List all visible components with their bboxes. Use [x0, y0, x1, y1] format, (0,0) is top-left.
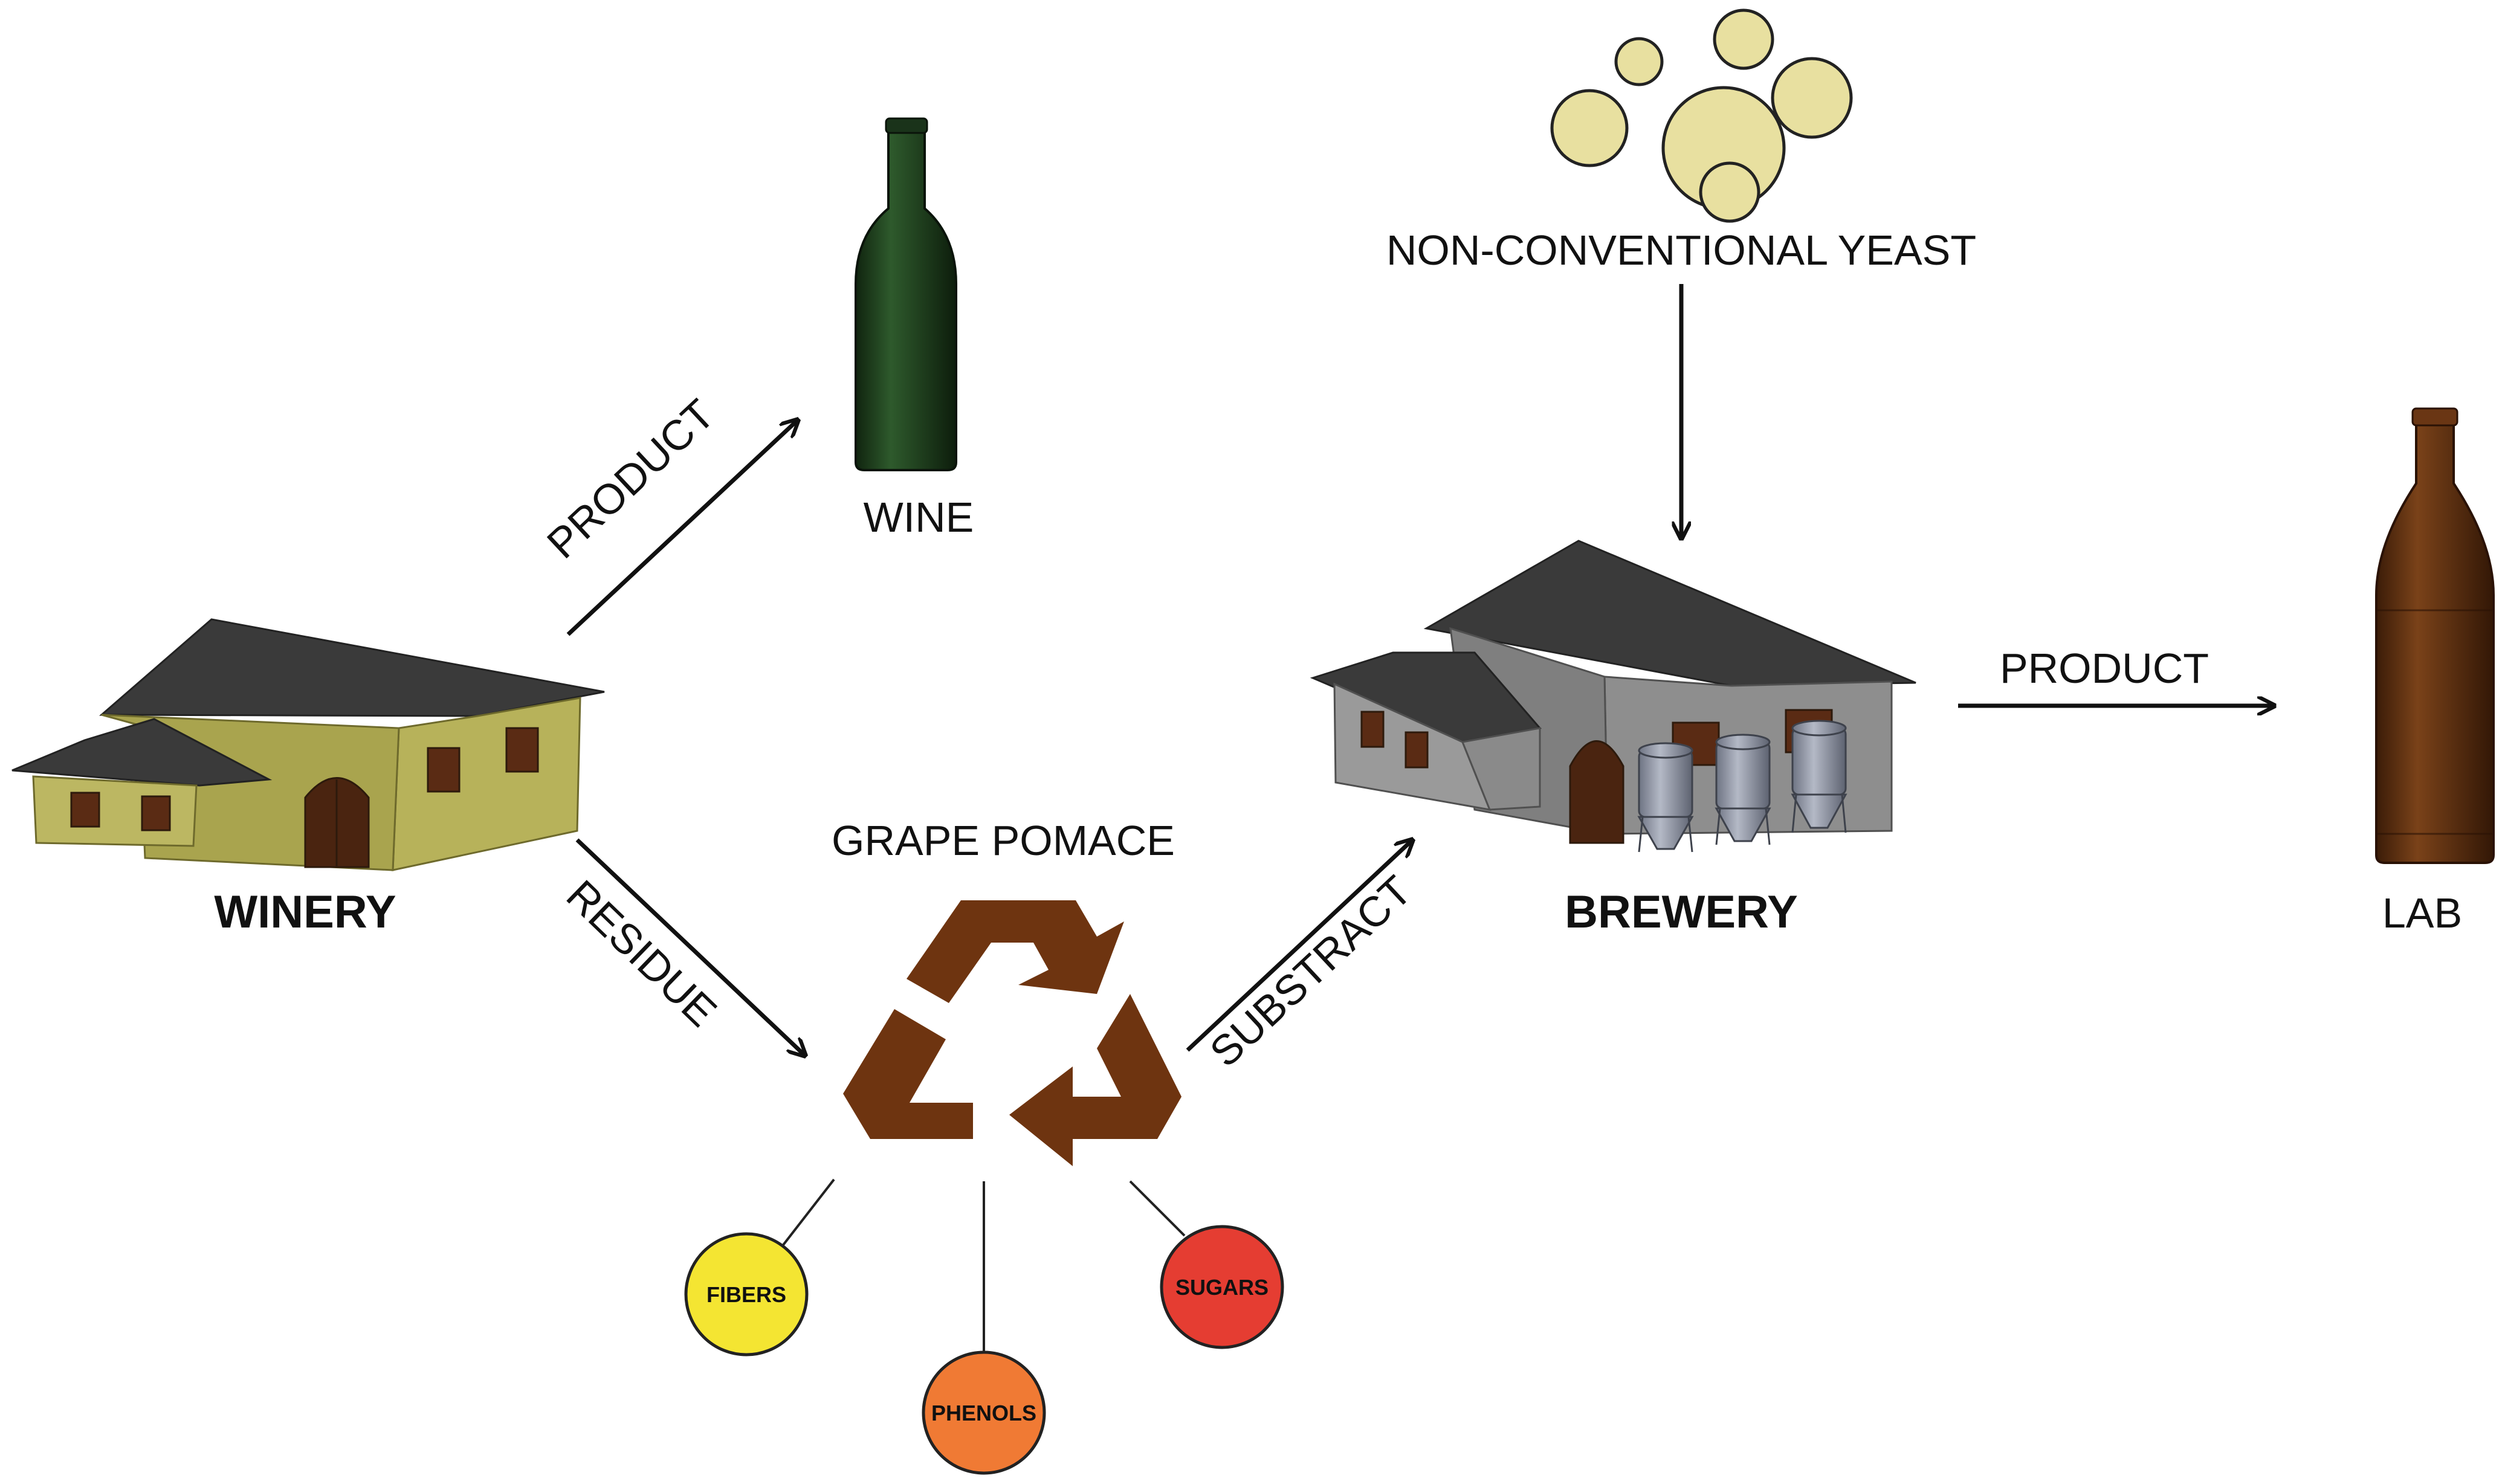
winery-roof: [99, 618, 605, 717]
yeast-cells: [1550, 8, 1853, 223]
edge-label-residue: RESIDUE: [558, 871, 726, 1036]
beer-bottle: [2375, 407, 2495, 864]
brewery-roof: [1423, 540, 1916, 687]
svg-text:PHENOLS: PHENOLS: [931, 1401, 1036, 1425]
component-sugars: SUGARS: [1160, 1225, 1284, 1349]
winery-window: [427, 747, 461, 793]
wine-label: WINE: [864, 494, 974, 541]
wine-bottle: [855, 117, 957, 471]
winery-annex-roof: [11, 718, 273, 787]
arrow-winery-to-pomace: [575, 838, 804, 1054]
component-fibers: FIBERS: [684, 1232, 809, 1357]
arrow-winery-to-wine: [566, 421, 797, 636]
brewery-door: [1569, 740, 1624, 844]
yeast-label: NON-CONVENTIONAL YEAST: [1386, 227, 1976, 274]
winery-window: [141, 795, 171, 831]
connector-sugars: [1129, 1180, 1186, 1237]
arrow-pomace-to-brewery: [1186, 841, 1411, 1052]
brewery-label: BREWERY: [1565, 886, 1798, 938]
fermentation-tank: [1637, 742, 1694, 853]
winery-building: [11, 618, 605, 871]
svg-text:SUGARS: SUGARS: [1175, 1275, 1269, 1300]
edge-label-product-wine: PRODUCT: [538, 390, 723, 567]
winery-annex-wall: [32, 775, 198, 847]
winery-window: [505, 727, 539, 773]
brewery-window: [1360, 711, 1385, 748]
edge-label-product-lab: PRODUCT: [2000, 645, 2209, 692]
lab-label: LAB: [2382, 889, 2462, 937]
fermentation-tank: [1791, 720, 1847, 833]
component-phenols: PHENOLS: [922, 1350, 1046, 1475]
fermentation-tanks: [1637, 720, 1847, 853]
fermentation-tank: [1715, 734, 1771, 845]
winery-gable-wall: [392, 697, 581, 871]
recycle-icon: [837, 882, 1182, 1166]
connector-fibers: [778, 1178, 835, 1251]
svg-text:FIBERS: FIBERS: [706, 1282, 786, 1307]
brewery-window: [1405, 731, 1429, 769]
winery-label: WINERY: [214, 886, 396, 938]
winery-window: [70, 792, 100, 828]
grape-pomace-label: GRAPE POMACE: [832, 817, 1175, 864]
brewery-building: [1310, 540, 1916, 853]
edge-label-substract: SUBSTRACT: [1201, 866, 1420, 1076]
